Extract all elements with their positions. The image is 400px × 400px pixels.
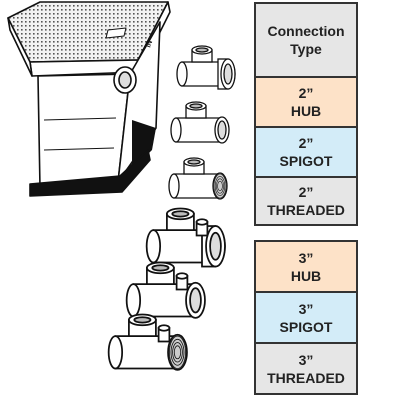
fitting-3in-hub xyxy=(145,207,226,268)
thread-ring xyxy=(217,180,223,192)
spigot-opening xyxy=(217,120,227,140)
fitting-2in-spigot xyxy=(170,101,230,144)
row-type: THREADED xyxy=(267,202,345,218)
cap-center xyxy=(151,264,170,272)
thread-ring xyxy=(168,335,187,369)
row-2in-hub: 2” HUB xyxy=(256,78,356,126)
vent-top xyxy=(157,324,171,332)
row-2in-threaded: 2” THREADED xyxy=(256,178,356,224)
row-size: 2” xyxy=(298,135,314,151)
row-size: 3” xyxy=(298,351,314,368)
fitting-3in-spigot xyxy=(125,261,206,319)
hub-opening xyxy=(223,63,233,85)
row-type: THREADED xyxy=(267,369,345,386)
row-type: HUB xyxy=(290,267,322,284)
row-3in-spigot: 3” SPIGOT xyxy=(256,293,356,342)
cap-center xyxy=(133,316,152,324)
cap-center xyxy=(171,210,190,218)
header-line1: Connection xyxy=(267,23,345,39)
cap-center xyxy=(195,47,209,53)
fitting-2in-threaded xyxy=(168,157,228,200)
fitting-body xyxy=(175,117,221,143)
row-size: 3” xyxy=(298,300,314,317)
row-size: 2” xyxy=(298,85,314,101)
row-size: 2” xyxy=(298,184,314,200)
row-type: SPIGOT xyxy=(279,318,333,335)
vent-top xyxy=(195,218,209,226)
fitting-inlet xyxy=(145,229,162,264)
thread-ring xyxy=(172,342,183,363)
row-3in-threaded: 3” THREADED xyxy=(256,344,356,393)
fitting-inlet xyxy=(176,61,188,87)
thread-ring xyxy=(213,173,227,199)
fitting-inlet xyxy=(125,283,142,318)
grease-interceptor-box xyxy=(7,1,171,197)
illustration: IN xyxy=(7,1,236,371)
box-label: IN xyxy=(145,40,154,49)
fitting-inlet xyxy=(170,117,182,143)
vent-top xyxy=(175,272,189,280)
row-3in-hub: 3” HUB xyxy=(256,242,356,291)
header-line2: Type xyxy=(290,41,322,57)
connection-table-3in: 3” HUB 3” SPIGOT 3” THREADED xyxy=(254,240,358,395)
fittings-group xyxy=(107,45,236,371)
header-cell: Connection Type xyxy=(256,4,356,76)
thread-ring xyxy=(214,176,226,196)
row-2in-spigot: 2” SPIGOT xyxy=(256,128,356,176)
cap-center xyxy=(187,159,201,165)
row-type: HUB xyxy=(290,103,322,119)
cap-center xyxy=(189,103,203,109)
hub-opening xyxy=(209,231,222,261)
row-type: SPIGOT xyxy=(279,153,333,169)
fitting-inlet xyxy=(107,335,124,370)
fitting-2in-hub xyxy=(176,45,236,90)
fitting-3in-threaded xyxy=(107,313,188,371)
fitting-body xyxy=(173,173,219,199)
spigot-opening xyxy=(189,287,202,314)
thread-ring xyxy=(173,345,182,360)
fitting-inlet xyxy=(168,173,180,199)
connection-table-2in: Connection Type 2” HUB 2” SPIGOT 2” THRE… xyxy=(254,2,358,226)
thread-ring xyxy=(170,338,185,366)
thread-ring xyxy=(216,178,224,194)
row-size: 3” xyxy=(298,249,314,266)
